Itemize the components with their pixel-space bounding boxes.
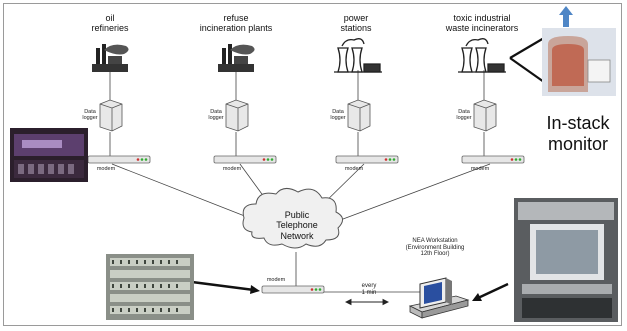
workstation-label: NEA Workstation (Environment Building 12…: [405, 238, 465, 258]
link-modem-4: [334, 163, 491, 223]
source-label-line: toxic industrial: [453, 13, 511, 23]
modem-rack-photo: [106, 254, 194, 320]
network-label: Public Telephone Network: [276, 210, 318, 241]
modem-2: [213, 155, 277, 164]
in-stack-monitor-photo: [542, 6, 616, 96]
in-stack-monitor-label: In-stack monitor: [546, 113, 610, 154]
data-logger-4: [473, 99, 497, 132]
modem-label-1: modem: [96, 166, 116, 172]
source-label-refuse-incineration: refuse incineration plants: [190, 13, 282, 34]
data-logger-icons: [99, 99, 497, 132]
monitor-pointer-lines: [509, 37, 545, 83]
modem-label-4: modem: [470, 166, 490, 172]
source-label-power-stations: power stations: [330, 13, 382, 34]
telephone-network-cloud: [242, 188, 343, 249]
data-logger-2: [225, 99, 249, 132]
workstation-console-photo: [514, 198, 618, 322]
modem-label-2: modem: [222, 166, 242, 172]
oil-refinery-icon: [92, 44, 129, 72]
modem-label-3: modem: [344, 166, 364, 172]
interval-arrow: [344, 298, 390, 306]
interval-label: every 1 min: [361, 283, 377, 296]
up-arrow-icon: [559, 6, 573, 27]
source-label-line: oil: [105, 13, 115, 23]
source-label-line: refuse: [223, 13, 249, 23]
source-label-line: incineration plants: [199, 22, 273, 33]
modem-icons: [87, 155, 525, 294]
link-modem-1: [111, 163, 261, 223]
modem-label-central: modem: [266, 277, 286, 283]
modem-3: [335, 155, 399, 164]
modem-central: [261, 285, 325, 294]
diagram-frame: [3, 3, 622, 326]
logger-device-photo: [10, 128, 88, 182]
source-label-line: refineries: [91, 22, 129, 33]
modem-4: [461, 155, 525, 164]
modem-1: [87, 155, 151, 164]
workstation-icon: [408, 277, 470, 319]
toxic-waste-incinerator-icon: [458, 38, 506, 73]
source-label-oil-refineries: oil refineries: [84, 13, 136, 34]
source-label-line: waste incinerators: [445, 22, 519, 33]
data-logger-1: [99, 99, 123, 132]
power-station-icon: [334, 38, 382, 73]
source-label-line: power: [343, 13, 369, 23]
data-logger-3: [347, 99, 371, 132]
source-label-line: stations: [340, 22, 372, 33]
refuse-incineration-plant-icon: [218, 44, 255, 72]
source-label-toxic-waste: toxic industrial waste incinerators: [434, 13, 530, 34]
network-links: [109, 70, 491, 293]
